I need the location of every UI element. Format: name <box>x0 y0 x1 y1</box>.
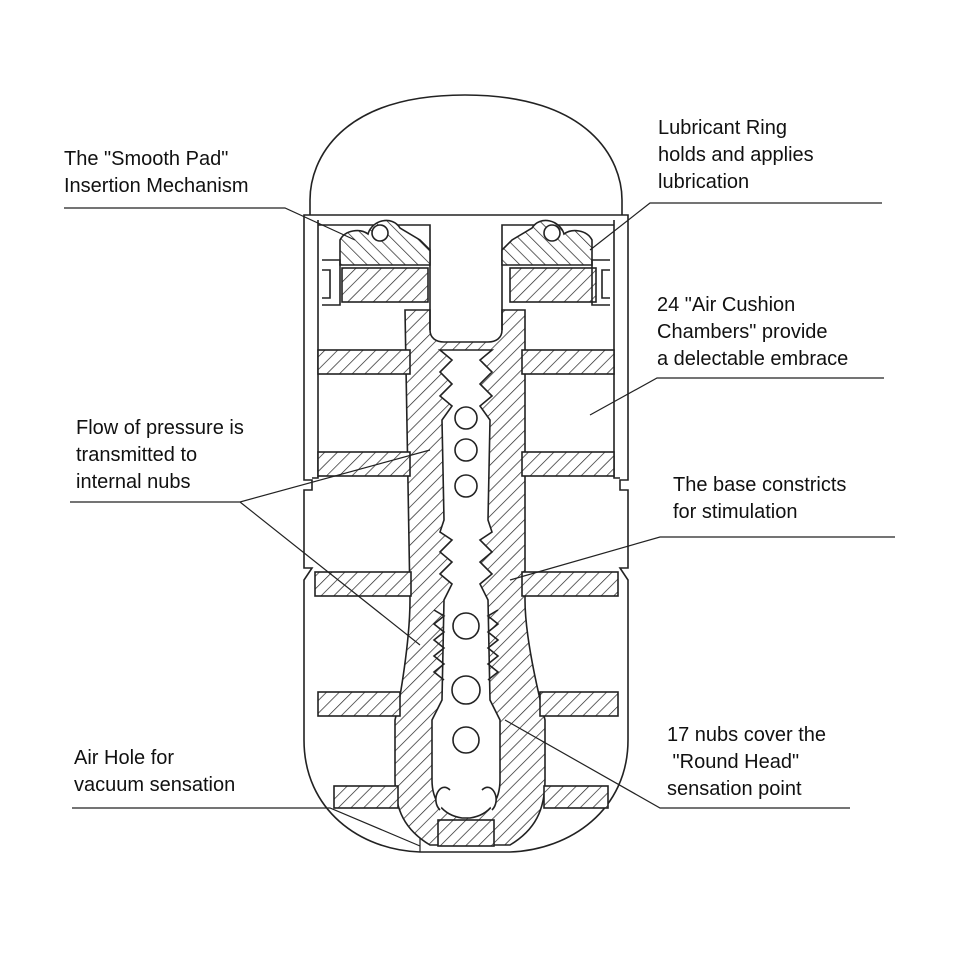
leader-air-cushion <box>589 377 884 416</box>
leader-smooth-pad <box>64 207 356 241</box>
label-line: internal nubs <box>76 471 191 493</box>
label-line: a delectable embrace <box>657 348 849 370</box>
leader-lubricant-ring <box>589 202 882 251</box>
leader-lines <box>64 202 895 852</box>
label-air-cushion: 24 "Air Cushion Chambers" provide a dele… <box>657 292 848 373</box>
inner-channel <box>431 349 501 847</box>
leader-base-constricts <box>509 536 895 581</box>
label-lubricant-ring: Lubricant Ring holds and applies lubrica… <box>658 115 814 196</box>
label-flow-pressure: Flow of pressure is transmitted to inter… <box>76 415 244 496</box>
label-line: "Round Head" <box>667 751 800 773</box>
label-line: holds and applies <box>658 144 814 166</box>
label-line: sensation point <box>667 778 802 800</box>
outer-shell <box>303 94 629 853</box>
label-line: Flow of pressure is <box>76 417 244 439</box>
label-line: The "Smooth Pad" <box>64 148 229 170</box>
label-line: Insertion Mechanism <box>64 175 249 197</box>
top-cap-right <box>501 219 614 330</box>
label-nubs: 17 nubs cover the "Round Head" sensation… <box>667 722 826 803</box>
leader-air-hole <box>72 807 421 847</box>
label-line: 24 "Air Cushion <box>657 294 796 316</box>
cushion-rings <box>314 349 619 809</box>
top-cap-left <box>318 219 431 330</box>
label-line: Lubricant Ring <box>658 117 787 139</box>
label-line: Chambers" provide <box>657 321 828 343</box>
label-line: transmitted to <box>76 444 198 466</box>
label-line: Air Hole for <box>74 747 175 769</box>
leader-flow-pressure <box>70 449 431 646</box>
label-line: 17 nubs cover the <box>667 724 826 746</box>
leader-nubs <box>504 719 850 809</box>
label-base-constricts: The base constricts for stimulation <box>673 472 846 526</box>
label-line: vacuum sensation <box>74 774 236 796</box>
label-air-hole: Air Hole for vacuum sensation <box>74 745 235 799</box>
label-smooth-pad: The "Smooth Pad" Insertion Mechanism <box>64 146 249 200</box>
label-line: The base constricts <box>673 474 847 496</box>
label-line: for stimulation <box>673 501 798 523</box>
label-line: lubrication <box>658 171 750 193</box>
